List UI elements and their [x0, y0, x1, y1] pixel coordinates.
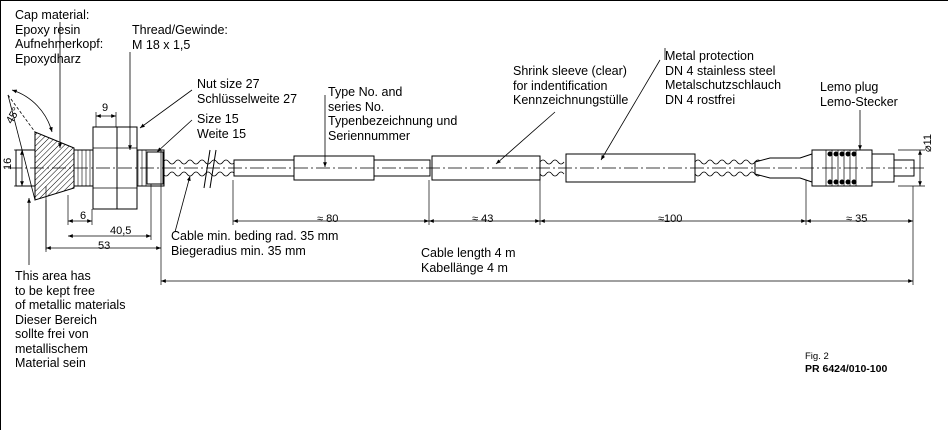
type-no-label: Type No. and series No. Typenbezeichnung… [328, 85, 458, 143]
cable-length-label: Cable length 4 m Kabellänge 4 m [421, 246, 516, 275]
dimension-80: ≈ 80 [317, 213, 339, 225]
size15-label: Size 15 Weite 15 [197, 112, 247, 141]
metal-protection-label: Metal protection DN 4 stainless steel Me… [665, 49, 782, 107]
nut-size-label: Nut size 27 Schlüsselweite 27 [197, 77, 298, 106]
frame-left-line [0, 0, 1, 430]
thread-label: Thread/Gewinde: M 18 x 1,5 [132, 23, 228, 52]
diameter-16-dimension: 16 [2, 157, 14, 170]
free-area-marker [7, 94, 47, 250]
diameter-11-dimension: ⌀11 [922, 133, 934, 152]
sensor-cap [15, 131, 75, 201]
leader-lines [27, 22, 862, 265]
dimension-6: 6 [80, 210, 87, 222]
dimension-lines [7, 89, 922, 283]
dimension-9: 9 [102, 102, 109, 114]
cable-radius-label: Cable min. beding rad. 35 mm Biegeradius… [171, 229, 339, 258]
dimension-100: ≈100 [658, 213, 683, 225]
lemo-plug-label: Lemo plug Lemo-Stecker [820, 80, 898, 109]
dimension-35: ≈ 35 [846, 213, 868, 225]
free-area-label: This area has to be kept free of metalli… [15, 269, 126, 370]
dimension-43: ≈ 43 [472, 213, 494, 225]
dimension-53: 53 [98, 240, 111, 252]
figure-number: Fig. 2 [805, 351, 829, 362]
dimension-40-5: 40,5 [110, 225, 132, 237]
shrink-sleeve-label: Shrink sleeve (clear) for indentificatio… [513, 64, 629, 107]
break-marks [203, 149, 217, 189]
frame-top-line [0, 0, 948, 1]
part-number: PR 6424/010-100 [805, 363, 888, 375]
cap-material-label: Cap material: Epoxy resin Aufnehmerkopf:… [15, 8, 104, 66]
